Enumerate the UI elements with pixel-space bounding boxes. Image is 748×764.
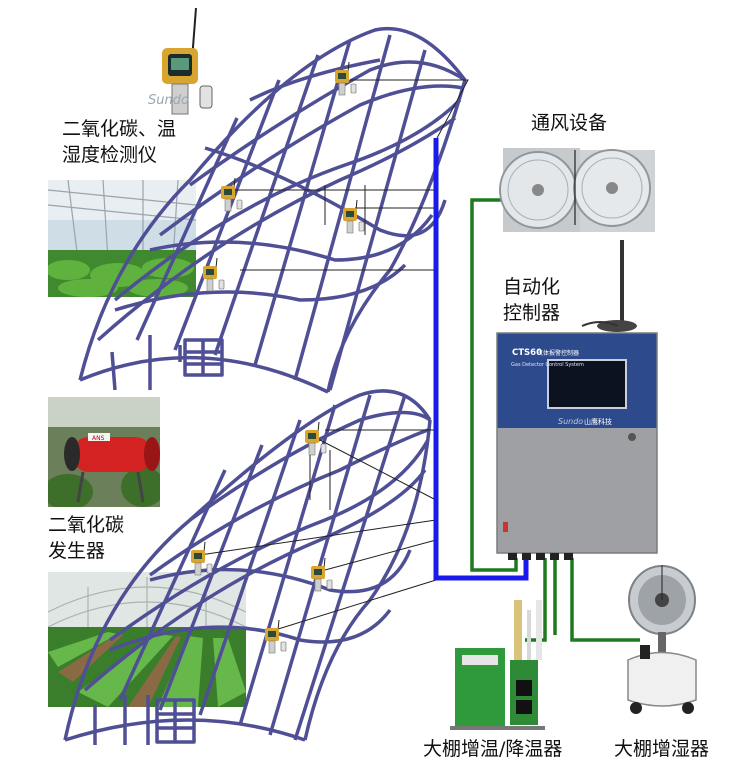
sensor-device (335, 61, 357, 96)
control-wires (470, 198, 640, 642)
label-ventilation: 通风设备 (531, 112, 608, 134)
label-sensor-top: 二氧化碳、温 湿度检测仪 (62, 116, 176, 168)
humidifier-unit (627, 565, 697, 714)
co2-generator-photo: ANS (48, 397, 160, 507)
sensor-device (191, 541, 213, 576)
sensor-device (203, 257, 225, 292)
controller-brand: 山鹰科技 (584, 417, 612, 426)
sensor-devices (191, 61, 365, 654)
automation-controller: CTS60 气体报警控制器 Gas Detector Control Syste… (496, 240, 658, 560)
label-controller-line-2: 控制器 (503, 302, 561, 324)
sensor-brand-watermark: Sundo (148, 93, 189, 108)
controller-model: CTS60 (512, 348, 542, 358)
ventilation-fans (499, 148, 655, 232)
sensor-device (265, 619, 287, 654)
controller-subtitle: Gas Detector Control System (511, 362, 584, 368)
label-co2-line-2: 发生器 (48, 540, 106, 562)
heater-cooler-unit (450, 600, 545, 730)
sensor-device (305, 421, 327, 456)
label-controller: 自动化 控制器 (503, 274, 560, 326)
label-heater-cooler: 大棚增温/降温器 (423, 738, 563, 760)
controller-sensor-brand: Sundo (558, 417, 583, 426)
main-bus-line (433, 138, 529, 581)
label-humidifier: 大棚增湿器 (614, 738, 710, 760)
label-sensor-line-1: 二氧化碳、温 (62, 118, 177, 140)
label-co2-generator: 二氧化碳 发生器 (48, 512, 124, 564)
label-co2-line-1: 二氧化碳 (48, 514, 125, 536)
heater-badge: ANS (92, 435, 105, 442)
sensor-device (311, 557, 333, 592)
controller-model-title: 气体报警控制器 (537, 349, 579, 357)
greenhouse-frame-lower (63, 389, 432, 745)
label-controller-line-1: 自动化 (503, 276, 561, 298)
sensor-device-large: Sundo (148, 7, 213, 115)
sensor-device (221, 177, 243, 212)
sensor-signal-lines (199, 79, 469, 631)
sensor-device (343, 199, 365, 234)
label-sensor-line-2: 湿度检测仪 (62, 144, 158, 166)
greenhouse-frame-upper (78, 26, 467, 394)
